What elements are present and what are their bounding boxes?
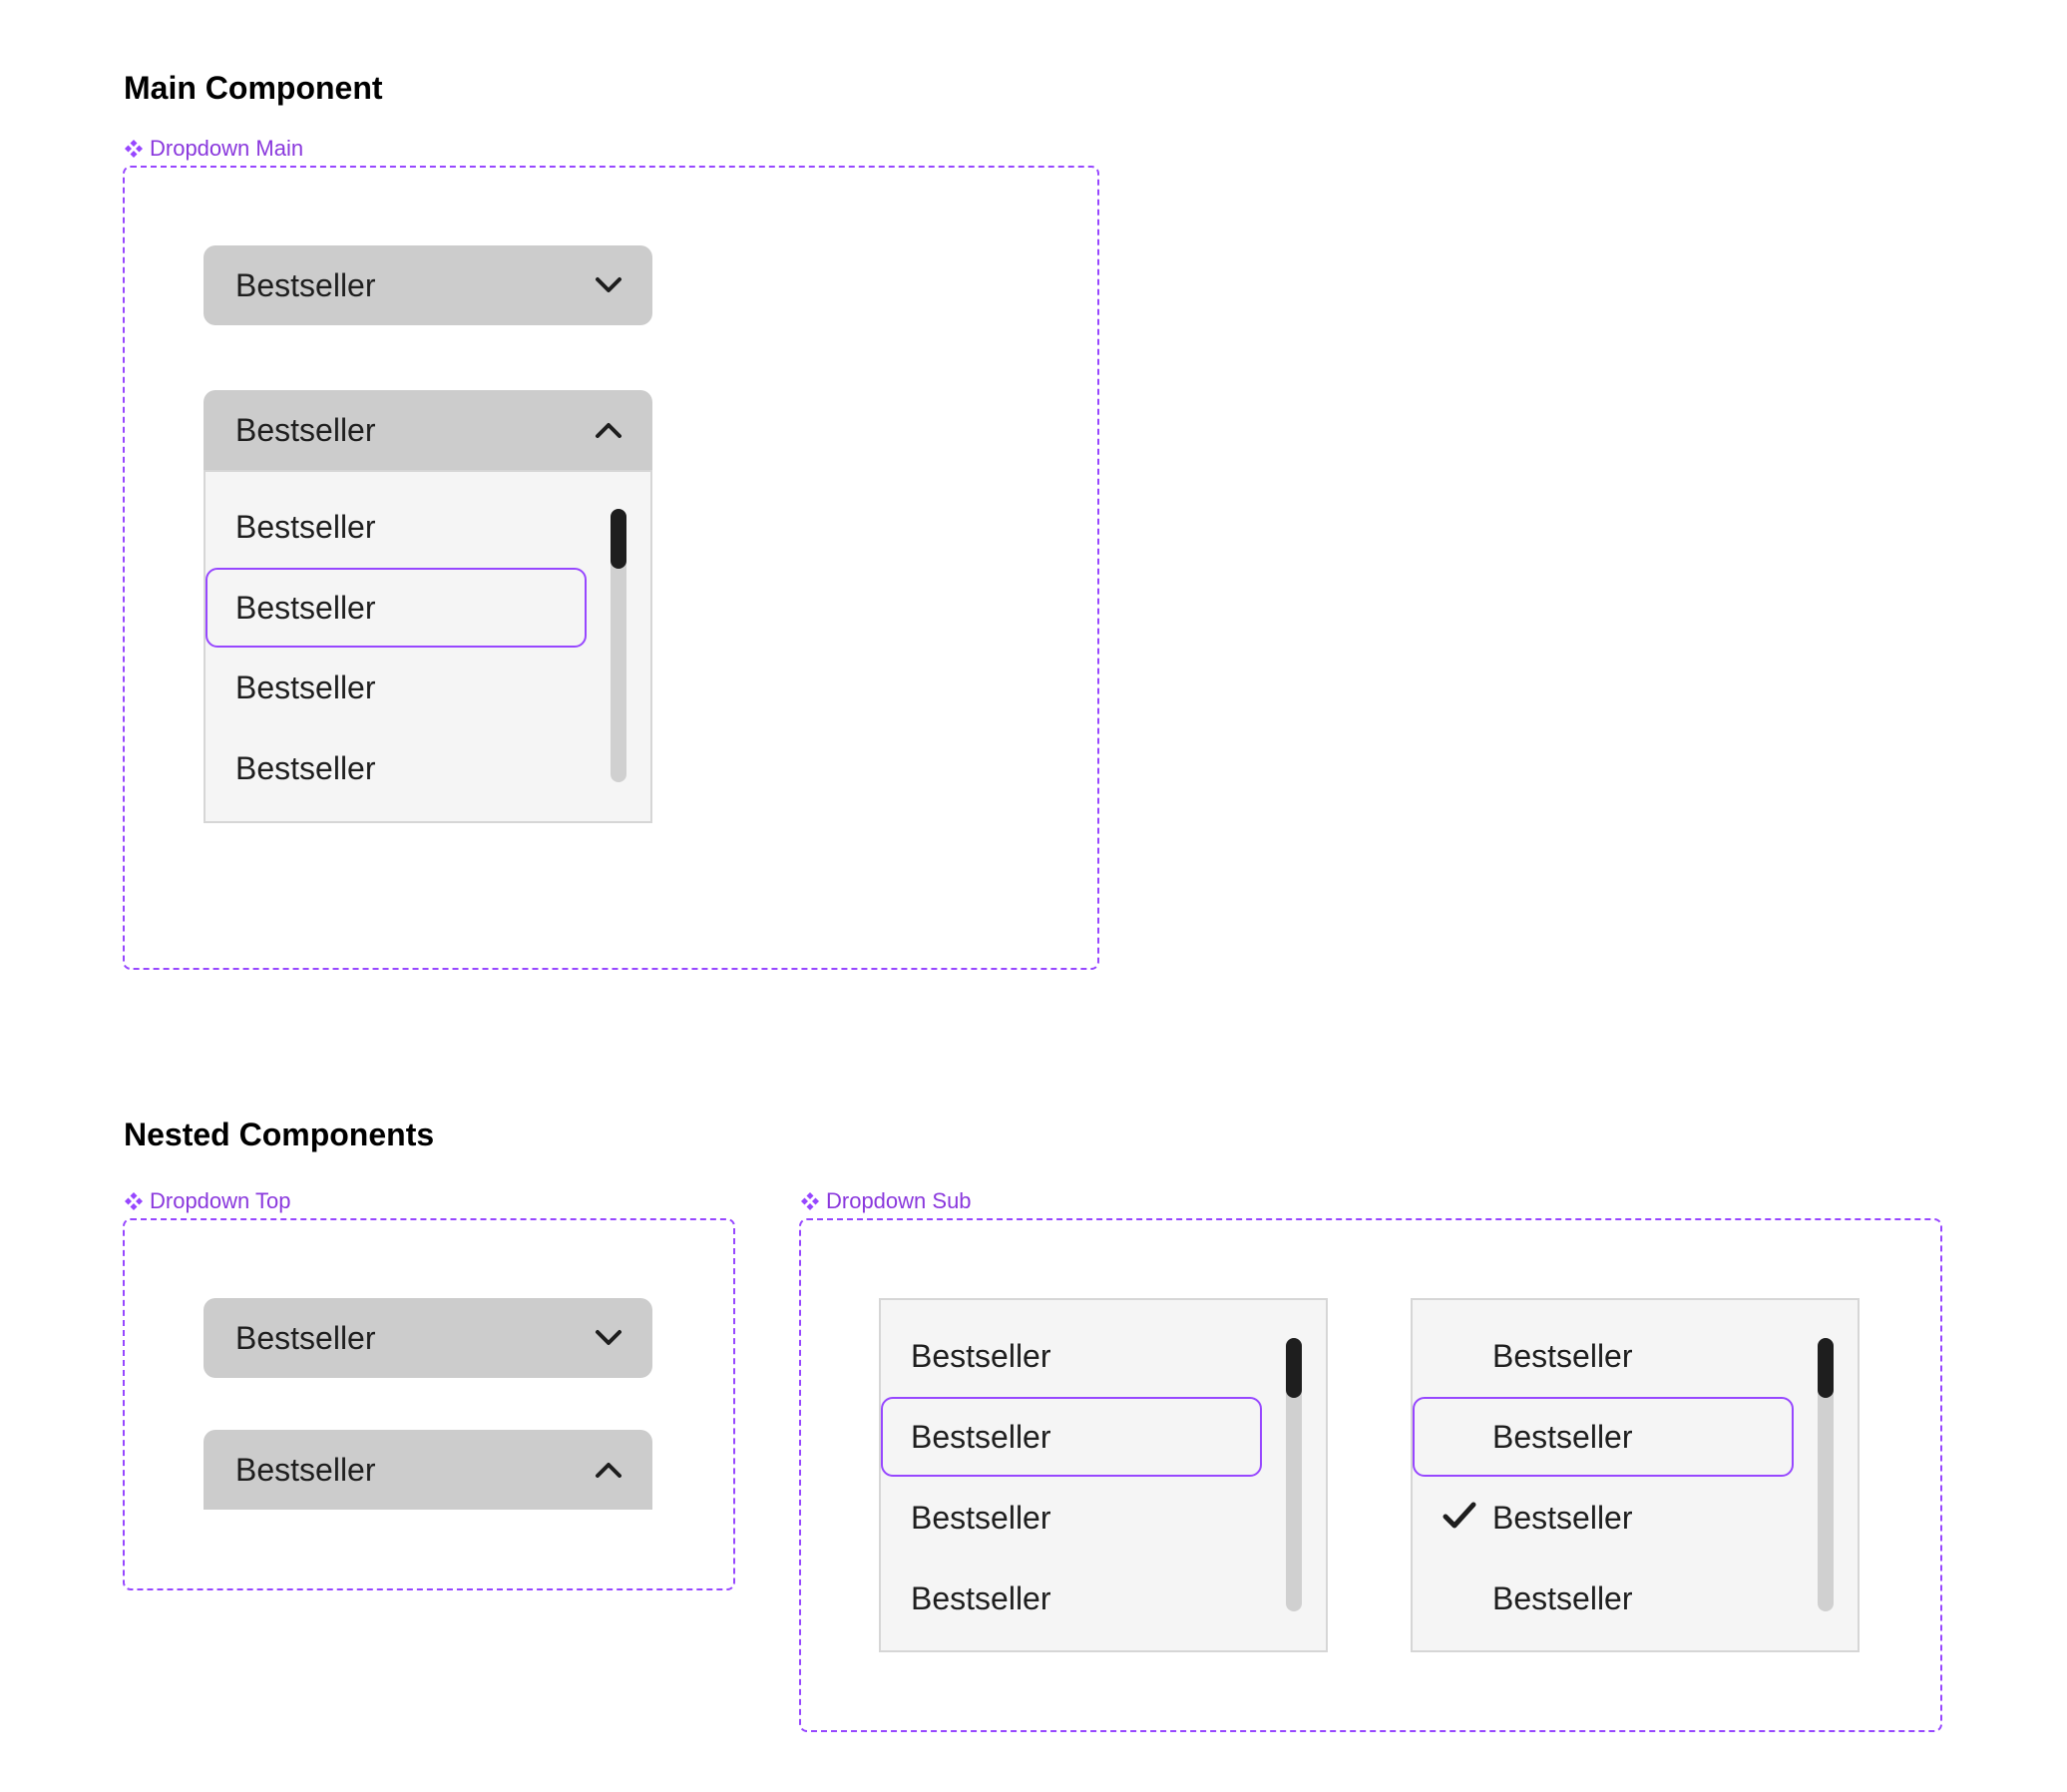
dropdown-main-label-text: Dropdown Main xyxy=(150,136,304,161)
dropdown-top-label: Dropdown Top xyxy=(124,1188,290,1214)
dropdown-main-list: Bestseller Bestseller Bestseller Bestsel… xyxy=(204,470,652,823)
main-component-title: Main Component xyxy=(124,70,383,106)
dropdown-main-frame xyxy=(123,166,1099,970)
list-item[interactable]: Bestseller xyxy=(911,1337,1051,1374)
chevron-up-icon xyxy=(596,423,621,438)
dropdown-selected-value: Bestseller xyxy=(235,266,376,303)
dropdown-sub-list-checked: Bestseller Bestseller Bestseller Bestsel… xyxy=(1411,1298,1860,1652)
dropdown-sub-label: Dropdown Sub xyxy=(800,1188,972,1214)
chevron-up-icon xyxy=(596,1463,621,1478)
scrollbar[interactable] xyxy=(611,509,626,782)
checkmark-icon xyxy=(1443,1502,1476,1529)
dropdown-sub-list: Bestseller Bestseller Bestseller Bestsel… xyxy=(879,1298,1328,1652)
dropdown-sub-label-text: Dropdown Sub xyxy=(826,1188,972,1213)
dropdown-selected-value: Bestseller xyxy=(235,1319,376,1356)
list-item[interactable]: Bestseller xyxy=(235,508,376,545)
scrollbar-thumb[interactable] xyxy=(1818,1338,1834,1398)
list-item[interactable]: Bestseller xyxy=(911,1499,1051,1536)
list-item[interactable]: Bestseller xyxy=(911,1579,1051,1616)
dropdown-main-label: Dropdown Main xyxy=(124,136,303,162)
scrollbar-thumb[interactable] xyxy=(1286,1338,1302,1398)
dropdown-selected-value: Bestseller xyxy=(235,1451,376,1488)
chevron-down-icon xyxy=(596,277,621,292)
scrollbar[interactable] xyxy=(1286,1338,1302,1611)
scrollbar[interactable] xyxy=(1818,1338,1834,1611)
chevron-down-icon xyxy=(596,1330,621,1345)
list-item-hovered[interactable]: Bestseller xyxy=(1413,1397,1794,1477)
dropdown-sub-frame xyxy=(799,1218,1942,1732)
dropdown-main-closed[interactable]: Bestseller xyxy=(204,245,652,325)
dropdown-top-open[interactable]: Bestseller xyxy=(204,1430,652,1510)
dropdown-top-label-text: Dropdown Top xyxy=(150,1188,291,1213)
dropdown-top-frame xyxy=(123,1218,735,1590)
list-item[interactable]: Bestseller xyxy=(1492,1579,1633,1616)
list-item[interactable]: Bestseller xyxy=(235,669,376,705)
component-diamond-icon xyxy=(801,1192,819,1210)
list-item-selected[interactable]: Bestseller xyxy=(1413,1478,1794,1558)
component-diamond-icon xyxy=(125,140,143,158)
component-diamond-icon xyxy=(125,1192,143,1210)
scrollbar-thumb[interactable] xyxy=(611,509,626,569)
list-item-hovered[interactable]: Bestseller xyxy=(881,1397,1262,1477)
dropdown-top-closed[interactable]: Bestseller xyxy=(204,1298,652,1378)
dropdown-main-open[interactable]: Bestseller xyxy=(204,390,652,470)
list-item[interactable]: Bestseller xyxy=(1492,1337,1633,1374)
list-item-hovered[interactable]: Bestseller xyxy=(206,568,587,648)
nested-components-title: Nested Components xyxy=(124,1117,435,1152)
list-item[interactable]: Bestseller xyxy=(235,749,376,786)
dropdown-selected-value: Bestseller xyxy=(235,411,376,448)
